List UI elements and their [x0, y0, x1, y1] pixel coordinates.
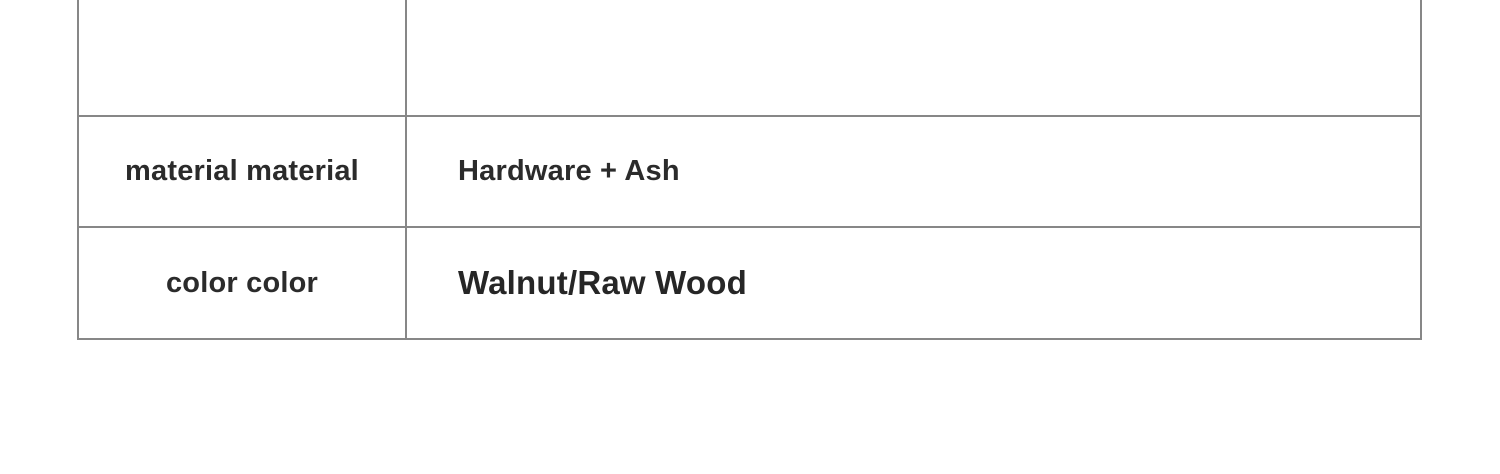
spec-label-material: material material: [79, 117, 407, 226]
spec-value-color: Walnut/Raw Wood: [458, 264, 747, 301]
spec-value-material: Hardware + Ash: [458, 155, 680, 187]
table-row-top-partial: [79, 0, 1420, 115]
table-row-material: material material Hardware + Ash: [79, 115, 1420, 226]
spec-value-cell-empty: [407, 0, 1420, 115]
product-spec-table: material material Hardware + Ash color c…: [77, 0, 1422, 340]
spec-label-cell-empty: [79, 0, 407, 115]
spec-label-color: color color: [79, 228, 407, 338]
table-row-color: color color Walnut/Raw Wood: [79, 226, 1420, 338]
